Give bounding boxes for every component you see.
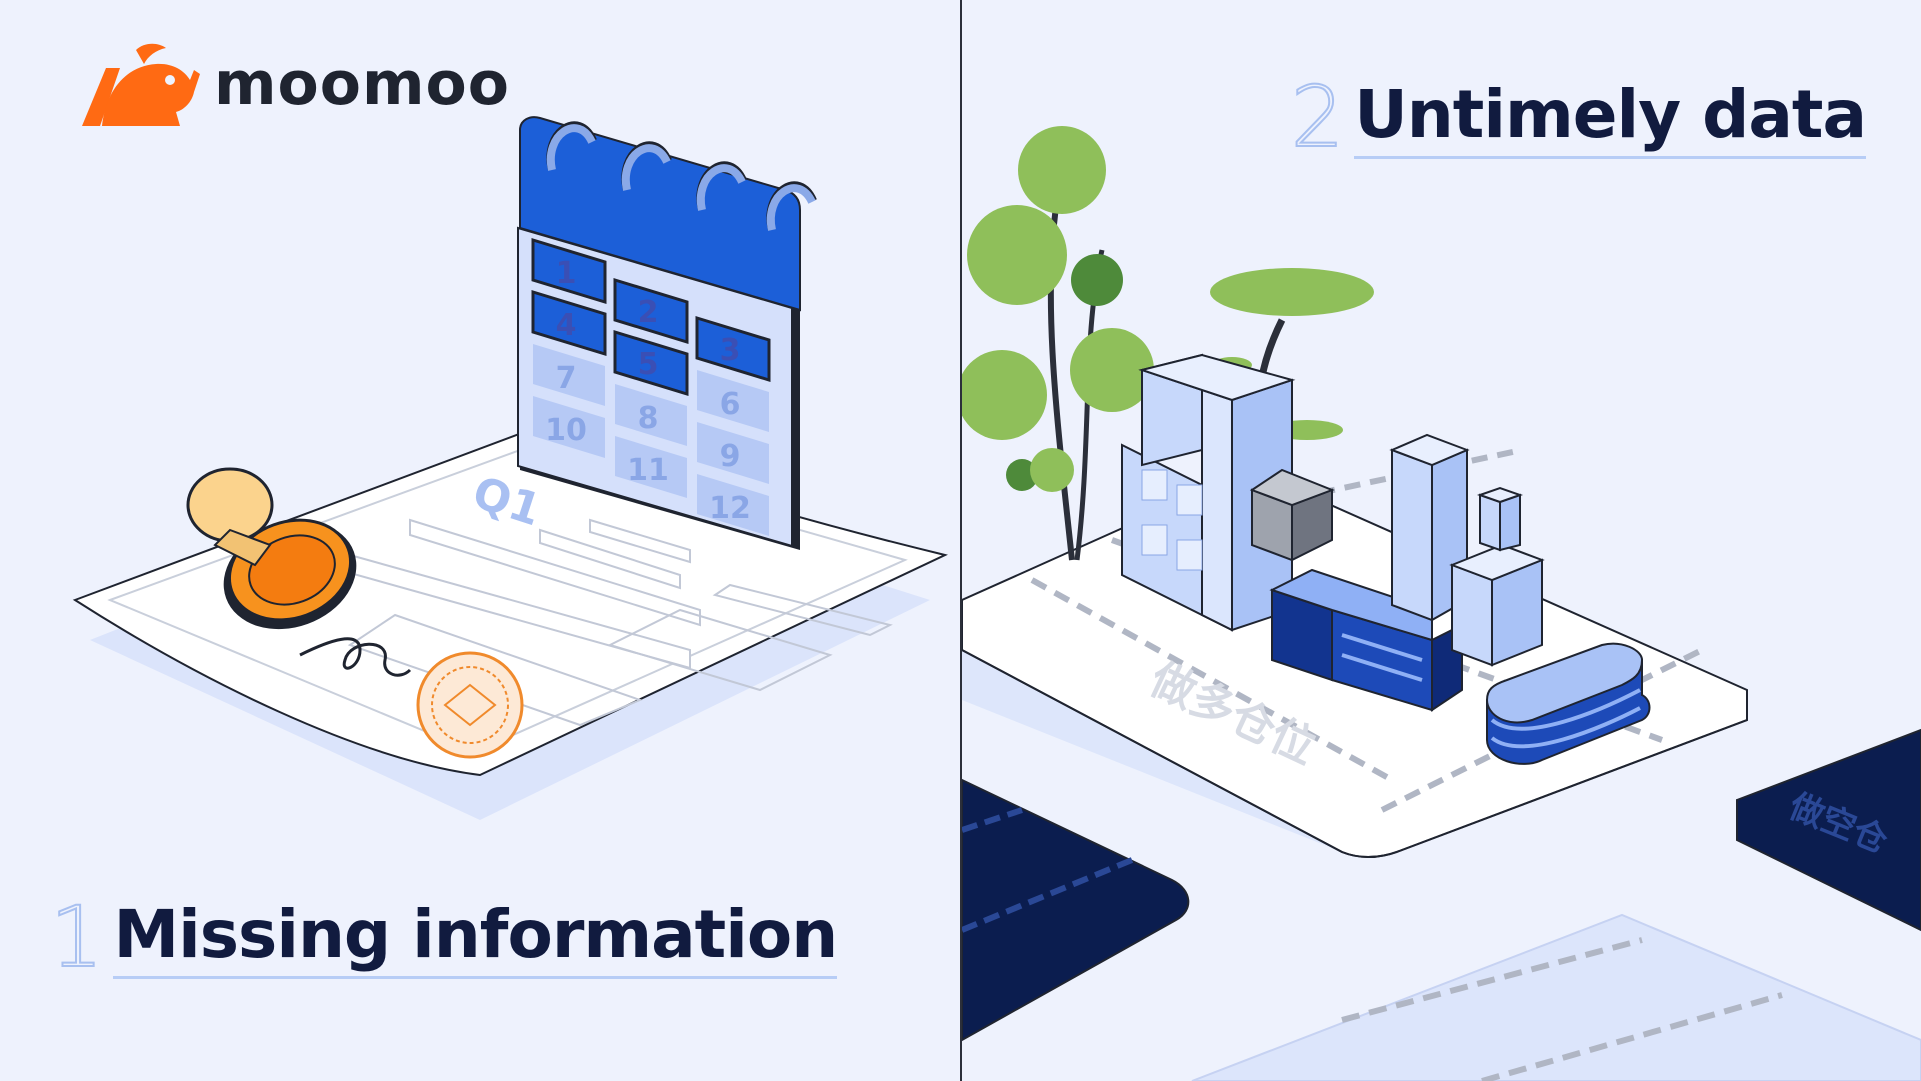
svg-text:10: 10 [545, 413, 587, 448]
brand-name: moomoo [214, 49, 510, 119]
calendar-cell: 10 [533, 396, 605, 458]
panel-divider [960, 0, 962, 1081]
calendar-cell: 2 [613, 277, 689, 345]
calendar-cell: 3 [695, 315, 771, 383]
gray-building [1249, 468, 1335, 562]
navy-building [1269, 568, 1463, 712]
brand-logo: moomoo [72, 40, 510, 128]
svg-text:9: 9 [720, 439, 741, 474]
calendar-grid: 1 2 3 4 5 6 7 [531, 237, 771, 536]
calendar-cell: 7 [533, 344, 605, 406]
heading-text: Untimely data [1354, 82, 1867, 159]
calendar-cell: 4 [531, 289, 607, 357]
untimely-data-illustration: 做空仓 做多仓位 [962, 126, 1921, 1081]
document-form-lines [347, 518, 893, 727]
svg-text:2: 2 [638, 295, 659, 330]
calendar-cell: 11 [615, 436, 687, 498]
calendar-cell: 9 [697, 422, 769, 484]
svg-text:11: 11 [627, 453, 669, 488]
calendar-cell: 6 [697, 370, 769, 432]
heading-missing-information: 1 Missing information [49, 888, 838, 986]
svg-text:5: 5 [638, 347, 659, 382]
calendar-cell: 1 [531, 237, 607, 305]
heading-text: Missing information [113, 902, 838, 979]
rubber-stamp [186, 467, 357, 630]
svg-text:4: 4 [556, 308, 577, 343]
signature-scribble [299, 637, 412, 677]
svg-text:3: 3 [720, 333, 741, 368]
heading-number: 1 [49, 888, 104, 986]
right-panel: 做空仓 做多仓位 [962, 0, 1921, 1081]
dark-street-block-right: 做空仓 [1736, 728, 1921, 932]
official-seal [416, 651, 524, 759]
heading-untimely-data: 2 Untimely data [1290, 68, 1867, 166]
left-panel: moomoo Q1 [0, 0, 960, 1081]
heading-number: 2 [1290, 68, 1345, 166]
bull-logo-icon [82, 43, 200, 126]
rounded-building [1485, 642, 1651, 765]
calendar-cell: 8 [615, 384, 687, 446]
office-tower-left [1121, 353, 1296, 632]
svg-text:7: 7 [556, 361, 577, 396]
calendar-cell: 5 [613, 329, 689, 397]
svg-text:1: 1 [556, 256, 577, 291]
svg-text:6: 6 [720, 387, 741, 422]
dark-street-block-left [962, 778, 1190, 1042]
missing-information-illustration: Q1 [72, 116, 948, 820]
office-tower-right [1449, 486, 1545, 667]
calendar-cell: 12 [697, 474, 769, 536]
svg-text:12: 12 [709, 491, 751, 526]
lower-plaza [1191, 913, 1921, 1081]
svg-text:8: 8 [638, 401, 659, 436]
